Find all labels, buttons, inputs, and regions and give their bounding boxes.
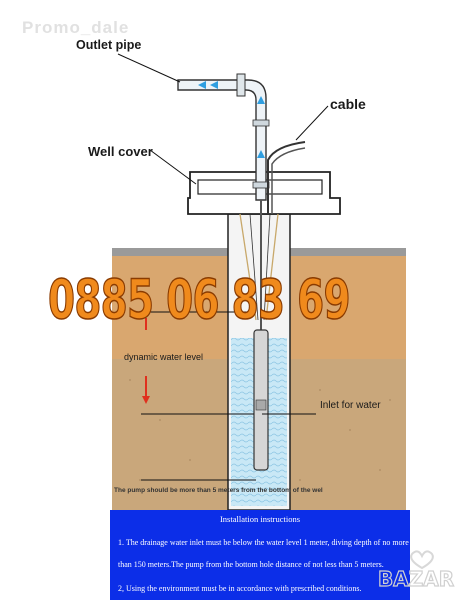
logo-text: BAZAR <box>378 567 454 591</box>
instructions-panel: Installation instructions 1. The drainag… <box>110 510 410 600</box>
instructions-line-1: 1. The drainage water inlet must be belo… <box>118 538 409 547</box>
instructions-title: Installation instructions <box>219 514 301 524</box>
label-inlet-for-water: Inlet for water <box>320 400 381 411</box>
label-dynamic-water-level: dynamic water level <box>124 352 204 362</box>
instructions-line-3: 2, Using the environment must be in acco… <box>118 584 362 593</box>
label-well-cover: Well cover <box>88 144 153 159</box>
logo-icon: BAZAR <box>377 550 455 592</box>
bazar-logo: BAZAR <box>376 548 460 592</box>
flow-arrows <box>198 81 265 158</box>
cable-line <box>267 141 306 214</box>
label-cable: cable <box>330 96 366 112</box>
label-outlet-pipe: Outlet pipe <box>76 38 142 52</box>
soil-texture <box>129 379 391 481</box>
phone-number: 0885 06 83 69 <box>47 267 351 332</box>
instructions-line-2: than 150 meters.The pump from the bottom… <box>118 560 384 569</box>
pipe-elbow-flange <box>236 73 246 97</box>
pipe-joint <box>252 181 270 189</box>
label-pump-note: The pump should be more than 5 meters fr… <box>114 487 323 494</box>
pipe-joint <box>252 119 270 127</box>
pump-inlet-screen <box>255 399 267 411</box>
watermark: Promo_dale <box>22 18 130 37</box>
